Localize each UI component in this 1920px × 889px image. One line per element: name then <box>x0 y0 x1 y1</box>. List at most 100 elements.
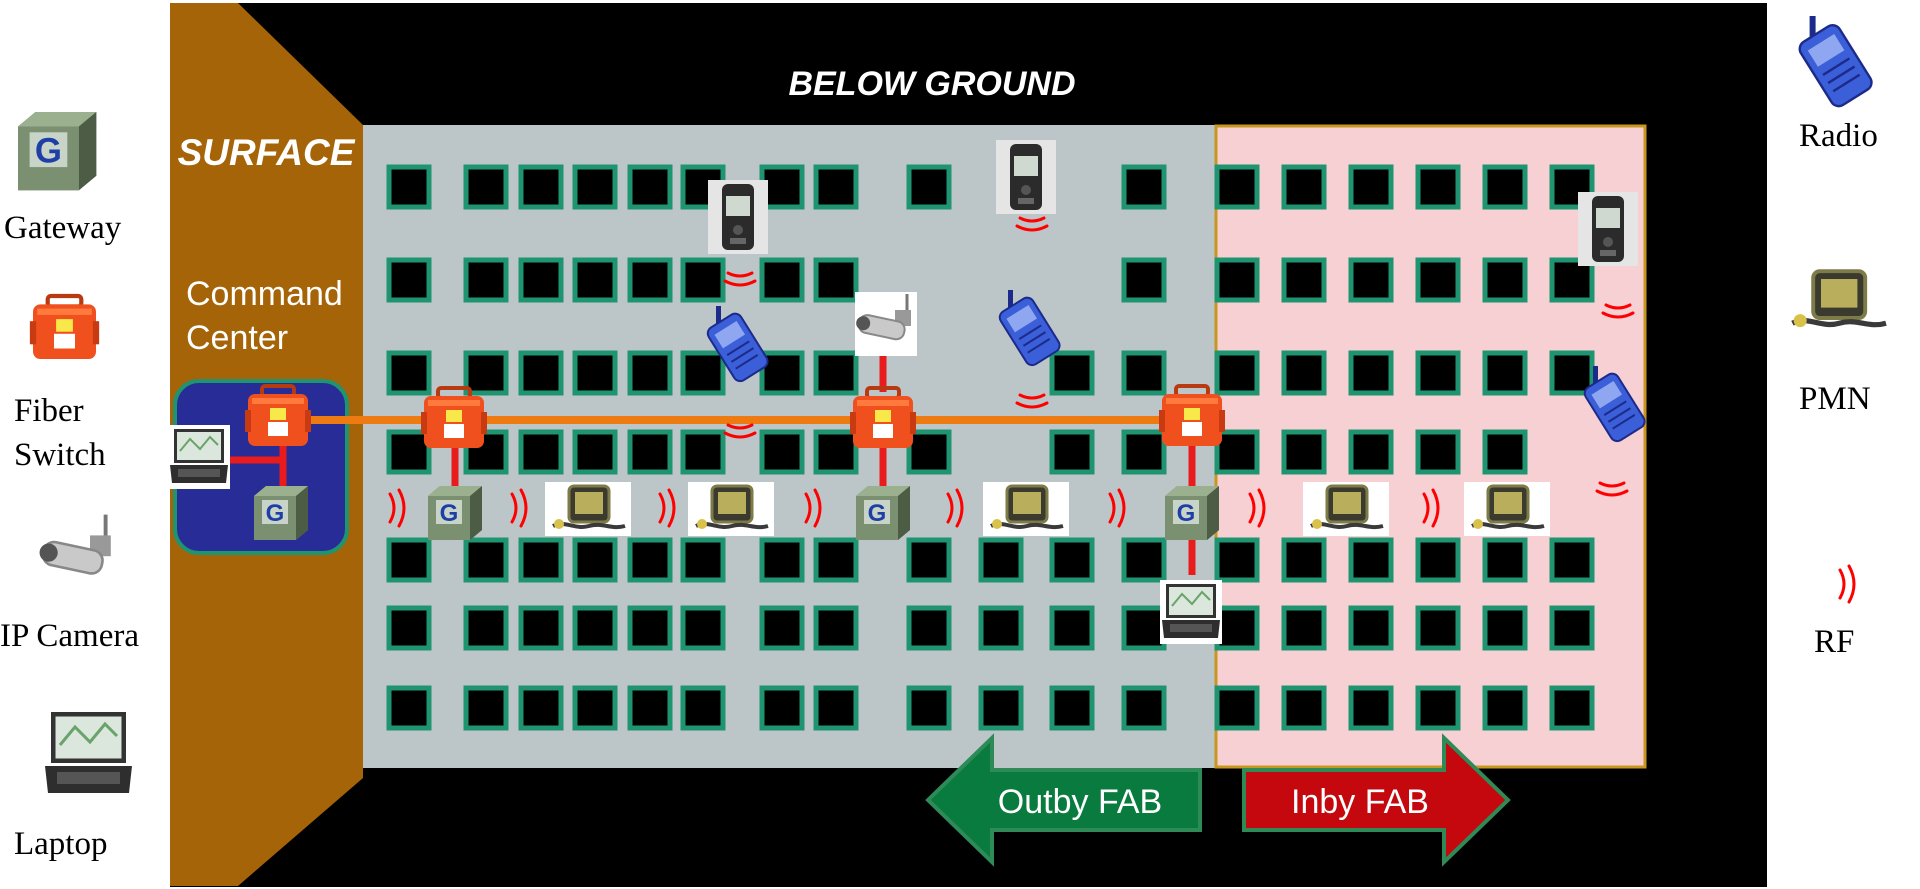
pmn-icon <box>545 482 631 536</box>
pillar <box>909 167 949 207</box>
laptop-icon <box>168 425 230 489</box>
pillar <box>575 167 615 207</box>
pillar <box>1418 688 1458 728</box>
pillar <box>1217 353 1257 393</box>
pillar <box>1552 540 1592 580</box>
pillar <box>389 688 429 728</box>
pillar <box>1124 167 1164 207</box>
legend-radio-label: Radio <box>1799 118 1878 155</box>
pillar <box>521 260 561 300</box>
pillar <box>521 167 561 207</box>
ip-camera-icon <box>854 292 917 356</box>
legend-laptop-label: Laptop <box>14 826 107 863</box>
pillar <box>1485 540 1525 580</box>
gateway-icon <box>428 486 482 540</box>
pillar <box>816 608 856 648</box>
pillar <box>909 540 949 580</box>
pillar <box>1124 260 1164 300</box>
legend-ip-camera-icon <box>37 512 118 595</box>
pillar <box>762 688 802 728</box>
legend-laptop-icon <box>42 706 135 802</box>
fiber-switch-icon <box>850 388 916 448</box>
pillar <box>1284 688 1324 728</box>
pillar <box>1124 432 1164 472</box>
pillar <box>683 260 723 300</box>
pillar <box>1124 353 1164 393</box>
pillar <box>466 167 506 207</box>
pillar <box>389 353 429 393</box>
pillar <box>521 688 561 728</box>
fiber-switch-icon <box>245 386 311 446</box>
pillar <box>762 260 802 300</box>
pillar <box>1052 608 1092 648</box>
pillar <box>630 260 670 300</box>
pillar <box>389 540 429 580</box>
pillar <box>466 353 506 393</box>
pillar <box>981 608 1021 648</box>
pillar <box>1284 260 1324 300</box>
pillar <box>683 353 723 393</box>
pillar <box>1124 540 1164 580</box>
pillar <box>521 540 561 580</box>
pillar <box>981 540 1021 580</box>
pillar <box>1217 608 1257 648</box>
pillar <box>816 540 856 580</box>
pillar <box>1284 608 1324 648</box>
legend-pmn-icon <box>1782 266 1894 336</box>
pillar <box>1052 353 1092 393</box>
gas-detector-icon <box>708 180 768 254</box>
legend-fiber-switch-icon <box>30 296 99 359</box>
fiber-switch-icon <box>1159 386 1225 446</box>
pillar <box>1217 432 1257 472</box>
legend-radio-icon <box>1797 16 1875 109</box>
gateway-icon <box>856 486 910 540</box>
pillar <box>1284 432 1324 472</box>
pillar <box>1217 167 1257 207</box>
pillar <box>1124 688 1164 728</box>
legend-gateway-icon <box>18 112 96 190</box>
pillar <box>1418 432 1458 472</box>
pmn-icon <box>1464 482 1550 536</box>
pillar <box>1552 608 1592 648</box>
pillar <box>575 540 615 580</box>
pillar <box>683 608 723 648</box>
pillar <box>521 608 561 648</box>
pillar <box>816 688 856 728</box>
laptop-icon <box>1160 580 1222 644</box>
pillar <box>1284 167 1324 207</box>
gas-detector-icon <box>1578 192 1638 266</box>
pillar <box>1351 688 1391 728</box>
pillar <box>1485 432 1525 472</box>
pillar <box>1351 608 1391 648</box>
pillar <box>1052 432 1092 472</box>
surface-title: SURFACE <box>178 132 356 173</box>
pillar <box>1217 540 1257 580</box>
legend-rf-icon <box>1840 566 1854 602</box>
fiber-switch-icon <box>421 388 487 448</box>
pillar <box>630 432 670 472</box>
pillar <box>575 353 615 393</box>
pillar <box>1351 353 1391 393</box>
pillar <box>466 540 506 580</box>
pillar <box>630 688 670 728</box>
pmn-icon <box>688 482 774 536</box>
pillar <box>981 688 1021 728</box>
pillar <box>389 608 429 648</box>
pillar <box>521 432 561 472</box>
outby-fab-label: Outby FAB <box>998 783 1162 821</box>
pillar <box>1552 688 1592 728</box>
pmn-icon <box>1303 482 1389 536</box>
legend-fiber-switch-label-line2: Switch <box>14 437 106 474</box>
pillar <box>630 167 670 207</box>
pillar <box>1217 260 1257 300</box>
pillar <box>683 540 723 580</box>
pillar <box>762 432 802 472</box>
pillar <box>1418 353 1458 393</box>
pillar <box>816 260 856 300</box>
pillar <box>466 608 506 648</box>
pillar <box>575 608 615 648</box>
pillar <box>1351 260 1391 300</box>
pillar <box>575 688 615 728</box>
pillar <box>466 688 506 728</box>
